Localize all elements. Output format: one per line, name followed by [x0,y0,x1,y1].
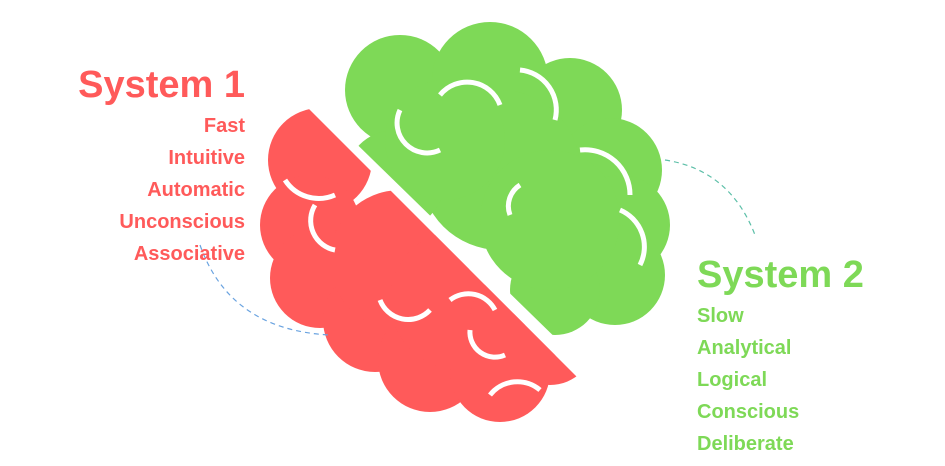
arrow-system1 [199,244,331,336]
system2-trait: Analytical [697,337,792,359]
system1-block: System 1 Fast Intuitive Automatic Uncons… [78,62,245,270]
system1-trait: Associative [133,243,245,265]
system1-title: System 1 [78,64,245,106]
system2-title: System 2 [697,254,864,296]
brain-folds [282,67,647,397]
arrow-system2 [664,159,756,236]
system2-trait: Logical [697,369,768,391]
system1-trait: Fast [203,115,245,137]
brain-right-hemisphere [345,22,670,335]
system2-trait: Conscious [697,401,800,423]
system1-trait: Unconscious [119,211,245,233]
system1-trait: Intuitive [168,147,245,169]
system2-block: System 2 Slow Analytical Logical Conscio… [697,252,864,460]
system2-trait: Deliberate [697,433,794,455]
system2-trait: Slow [697,305,744,327]
system1-trait: Automatic [147,179,245,201]
